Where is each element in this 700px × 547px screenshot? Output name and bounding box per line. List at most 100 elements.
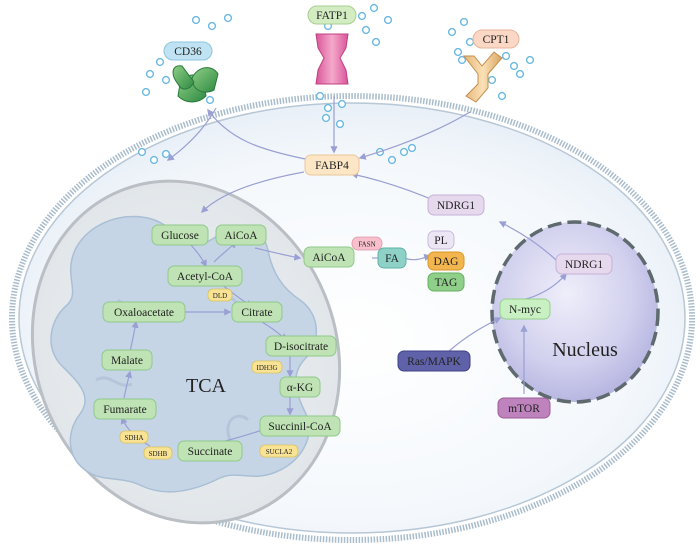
- d-isocitrate-label: D-isocitrate: [274, 341, 328, 353]
- fatty-acid-molecule: [145, 69, 155, 79]
- succinate-label: Succinate: [188, 446, 233, 458]
- acetyl-coa-label: Acetyl-CoA: [177, 271, 234, 283]
- cd36-label-box: [163, 41, 213, 61]
- node-akg: α-KG: [279, 376, 321, 398]
- dld-label: DLD: [213, 292, 227, 300]
- nucleus-body: [490, 220, 660, 404]
- node-fumarate: Fumarate: [93, 398, 157, 420]
- node-dag: DAG: [427, 251, 465, 271]
- fatty-acid-molecule: [207, 21, 217, 31]
- fatp1-channel-icon: [315, 33, 349, 85]
- idh3g-label: IDH3G: [257, 364, 278, 372]
- fatty-acid-molecule: [315, 91, 325, 101]
- fatty-acid-molecule: [357, 11, 367, 21]
- fatty-acid-molecule: [515, 69, 525, 79]
- fatty-acid-molecule: [457, 55, 467, 65]
- node-sdhb: SDHB: [143, 446, 173, 460]
- fatty-acid-molecule: [161, 149, 171, 159]
- node-acetyl-coa: Acetyl-CoA: [167, 265, 243, 287]
- node-sdha: SDHA: [119, 430, 149, 444]
- node-ndrg1-nucleus: NDRG1: [555, 253, 613, 275]
- node-sucla2: SUCLA2: [259, 444, 299, 458]
- cell-membrane-outer: [9, 93, 695, 543]
- fatty-acid-molecule: [141, 87, 151, 97]
- fatty-acid-molecule: [321, 113, 331, 123]
- succinil-coa-label: Succinil-CoA: [268, 421, 332, 433]
- node-fabp4: FABP4: [304, 154, 360, 176]
- fatty-acid-molecule: [337, 99, 347, 109]
- fatty-acid-molecule: [155, 57, 165, 67]
- fatty-acid-molecule: [205, 95, 215, 105]
- fatty-acid-molecule: [525, 55, 535, 65]
- sdhb-label: SDHB: [149, 450, 168, 458]
- node-mtor: mTOR: [497, 397, 551, 419]
- fatty-acid-molecule: [501, 51, 511, 61]
- node-aicoa-cytoplasm: AiCoA: [303, 246, 355, 268]
- mtor-label: mTOR: [508, 403, 540, 415]
- fatty-acid-molecule: [335, 119, 345, 129]
- oxaloacetate-label: Oxaloacetate: [114, 307, 174, 319]
- node-succinate: Succinate: [177, 440, 243, 462]
- ndrg1-cytoplasm-label: NDRG1: [437, 200, 476, 212]
- node-pl: PL: [427, 230, 455, 250]
- node-fa: FA: [377, 247, 407, 269]
- fa-label: FA: [385, 253, 400, 265]
- fasn-label: FASN: [358, 241, 375, 249]
- fatty-acid-molecule: [223, 13, 233, 23]
- fatty-acid-molecule: [371, 37, 381, 47]
- cd36-label: CD36: [174, 46, 202, 58]
- fatty-acid-molecule: [407, 143, 417, 153]
- fatp1-transporter: FATP1: [307, 5, 357, 85]
- fabp4-label: FABP4: [315, 160, 349, 172]
- fatty-acid-molecule: [459, 17, 469, 27]
- fumarate-label: Fumarate: [103, 404, 146, 416]
- fatp1-label-box: [307, 5, 357, 25]
- tag-label: TAG: [435, 277, 458, 289]
- sucla2-label: SUCLA2: [266, 448, 293, 456]
- nmyc-label: N-myc: [509, 304, 541, 316]
- ndrg1-nucleus-label: NDRG1: [565, 259, 604, 271]
- fatty-acid-molecule: [465, 37, 475, 47]
- fatty-acid-molecule: [497, 91, 507, 101]
- cpt1-receptor-icon: [462, 51, 503, 103]
- fatty-acid-molecule: [383, 15, 393, 25]
- fatty-acid-molecule: [487, 75, 497, 85]
- fatty-acid-molecule: [149, 155, 159, 165]
- fatty-acid-molecule: [361, 25, 371, 35]
- node-dld: DLD: [207, 288, 233, 302]
- node-malate: Malate: [101, 349, 153, 371]
- aicoa-cytoplasm-label: AiCoA: [312, 252, 346, 264]
- node-oxaloacetate: Oxaloacetate: [102, 301, 186, 323]
- citrate-label: Citrate: [241, 307, 272, 319]
- mito-nodes: Glucose AiCoA Acetyl-CoA DLD Oxaloacetat…: [93, 224, 341, 462]
- node-citrate: Citrate: [231, 301, 283, 323]
- akg-label: α-KG: [287, 382, 313, 394]
- pl-label: PL: [434, 235, 447, 247]
- node-ras-mapk: Ras/MAPK: [397, 350, 471, 372]
- nucleus: Nucleus: [490, 220, 660, 404]
- node-fasn: FASN: [351, 236, 383, 251]
- cd36-transporter: CD36: [163, 41, 219, 103]
- nucleus-title: Nucleus: [552, 339, 618, 361]
- cpt1-transporter: CPT1: [462, 29, 520, 103]
- node-idh3g: IDH3G: [251, 360, 283, 374]
- node-nmyc: N-myc: [499, 298, 551, 320]
- fatty-acid-molecule: [323, 103, 333, 113]
- aicoa-mito-label: AiCoA: [224, 230, 258, 242]
- sdha-label: SDHA: [124, 434, 143, 442]
- malate-label: Malate: [111, 355, 143, 367]
- node-ndrg1-cytoplasm: NDRG1: [427, 194, 485, 216]
- node-succinil-coa: Succinil-CoA: [259, 415, 341, 437]
- fatp1-label: FATP1: [316, 10, 348, 22]
- fatty-acid-molecule: [387, 155, 397, 165]
- ras-mapk-label: Ras/MAPK: [407, 356, 461, 368]
- mitochondrion: [30, 179, 342, 525]
- node-tag: TAG: [427, 272, 465, 292]
- node-glucose: Glucose: [151, 224, 209, 246]
- tca-label: TCA: [186, 375, 227, 397]
- fatty-acid-molecule: [369, 3, 379, 13]
- dag-label: DAG: [434, 256, 459, 268]
- fatty-acid-molecule: [509, 61, 519, 71]
- cpt1-label: CPT1: [483, 34, 510, 46]
- fatty-acid-molecule: [161, 75, 171, 85]
